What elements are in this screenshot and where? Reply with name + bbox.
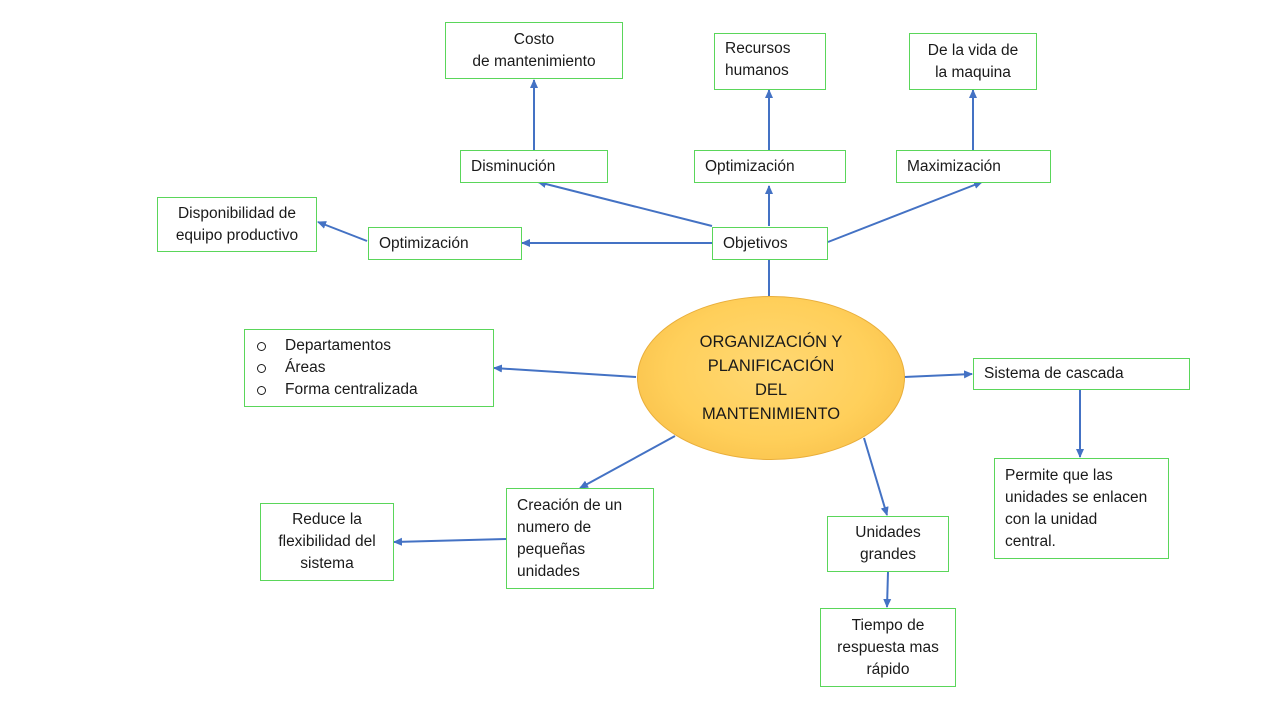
disponibilidad-node: Disponibilidad de equipo productivo [157, 197, 317, 252]
circle-bullet-icon [257, 363, 266, 373]
maximizacion-node: Maximización [896, 150, 1051, 183]
central-topic-ellipse: ORGANIZACIÓN Y PLANIFICACIÓN DEL MANTENI… [637, 296, 905, 460]
vida-maquina-node: De la vida de la maquina [909, 33, 1037, 90]
objetivos-to-maximizacion-arrow [827, 181, 983, 243]
bullet-item-forma-centralizada: Forma centralizada [255, 379, 493, 401]
cascada-detail-node: Permite que las unidades se enlacen con … [994, 458, 1169, 559]
pequenas-to-reduce-arrow [393, 537, 507, 546]
pequenas-unidades-node: Creación de un numero de pequeñas unidad… [506, 488, 654, 589]
bullet-label: Forma centralizada [285, 381, 418, 398]
objetivos-to-disminucion-arrow [537, 180, 713, 227]
circle-bullet-icon [257, 385, 266, 395]
optimizacion-to-disponibilidad-arrow [317, 221, 368, 242]
optimizacion-disponibilidad-node: Optimización [368, 227, 522, 260]
grandes-to-tiempo-arrow [883, 571, 892, 608]
objetivos-node: Objetivos [712, 227, 828, 260]
sistema-cascada-node: Sistema de cascada [973, 358, 1190, 390]
bullet-label: Departamentos [285, 337, 391, 354]
costo-mantenimiento-node: Costo de mantenimiento [445, 22, 623, 79]
circle-bullet-icon [257, 341, 266, 351]
center-to-bullets-arrow [493, 364, 637, 378]
reduce-flexibilidad-node: Reduce la flexibilidad del sistema [260, 503, 394, 581]
center-to-grandes-arrow [863, 437, 889, 516]
disminucion-node: Disminución [460, 150, 608, 183]
bullet-item-areas: Áreas [255, 357, 493, 379]
estructura-bullet-list: Departamentos Áreas Forma centralizada [244, 329, 494, 407]
bullet-item-departamentos: Departamentos [255, 335, 493, 357]
recursos-humanos-node: Recursos humanos [714, 33, 826, 90]
bullet-label: Áreas [285, 359, 326, 376]
tiempo-respuesta-node: Tiempo de respuesta mas rápido [820, 608, 956, 687]
center-to-pequenas-arrow [579, 435, 676, 489]
unidades-grandes-node: Unidades grandes [827, 516, 949, 572]
optimizacion-recursos-node: Optimización [694, 150, 846, 183]
center-to-cascada-arrow [903, 370, 973, 379]
